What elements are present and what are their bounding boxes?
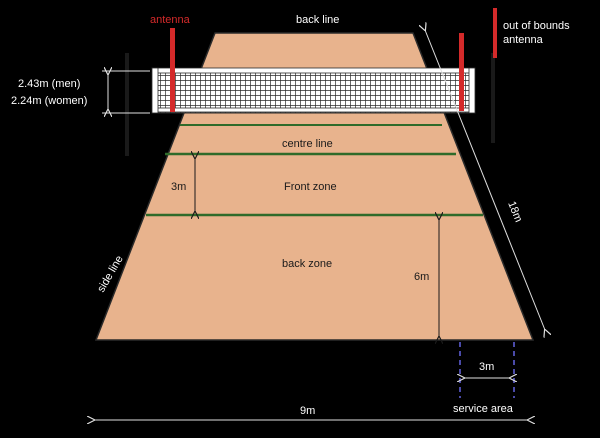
- net-top-band: [151, 67, 476, 74]
- back-zone-label: back zone: [282, 258, 332, 270]
- net-left-end: [151, 67, 159, 114]
- out-of-bounds-label-line1: out of bounds: [503, 20, 570, 32]
- right-antenna: [459, 33, 464, 111]
- service-area-label: service area: [453, 403, 514, 415]
- front-zone-depth-label: 3m: [171, 181, 186, 193]
- court-width-label: 9m: [300, 405, 315, 417]
- net-bottom-band: [151, 107, 476, 113]
- left-net-post: [125, 53, 129, 156]
- net-height-men-label: 2.43m (men): [18, 78, 80, 90]
- right-net-post: [491, 53, 495, 143]
- court-length-label: 18m: [505, 200, 524, 224]
- back-zone-depth-label: 6m: [414, 271, 429, 283]
- out-of-bounds-antenna: [493, 8, 497, 58]
- net: [151, 67, 476, 114]
- net-right-end: [468, 67, 476, 114]
- net-height-women-label: 2.24m (women): [11, 95, 87, 107]
- back-line-label: back line: [296, 14, 339, 26]
- service-width-label: 3m: [479, 361, 494, 373]
- court-length-arrow: [425, 30, 545, 330]
- centre-line-label: centre line: [282, 138, 333, 150]
- left-antenna: [170, 28, 175, 112]
- out-of-bounds-label-line2: antenna: [503, 34, 544, 46]
- antenna-label: antenna: [150, 14, 191, 26]
- front-zone-label: Front zone: [284, 181, 337, 193]
